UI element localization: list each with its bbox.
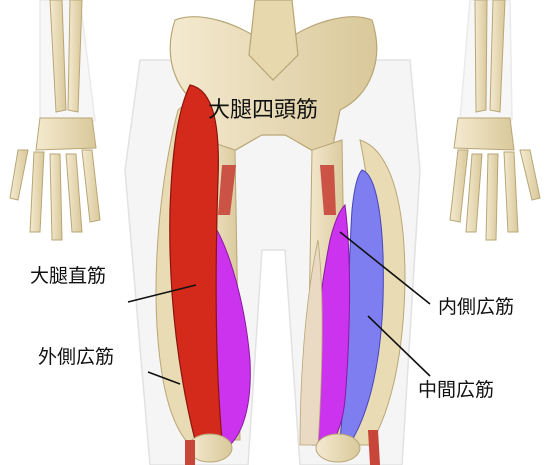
knees [188, 434, 360, 462]
label-vastus-lateralis: 外側広筋 [38, 346, 114, 368]
left-arm-bones [10, 0, 100, 240]
label-vastus-medialis: 内側広筋 [438, 296, 514, 318]
label-quadriceps: 大腿四頭筋 [208, 98, 318, 124]
label-rectus-femoris: 大腿直筋 [30, 265, 106, 287]
right-arm-bones [450, 0, 540, 240]
label-vastus-intermedius: 中間広筋 [418, 379, 494, 401]
